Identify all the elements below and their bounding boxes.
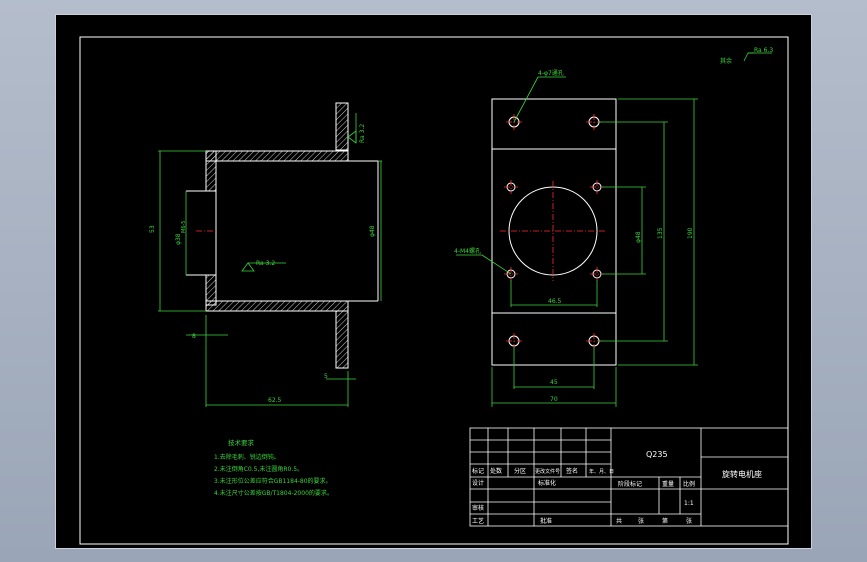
technical-requirements: 技术要求 1.去除毛刺、锐边倒钝。 2.未注倒角C0.5,未注圆角R0.5。 3… [214,438,333,497]
tech-item: 2.未注倒角C0.5,未注圆角R0.5。 [214,465,303,473]
tech-item: 4.未注尺寸公差按GB/T1804-2000的要求。 [214,489,333,497]
tb-review: 审核 [472,504,484,512]
drawing-viewport[interactable]: 53 φ38 M6-5 φ48 8 5 62.5 Ra 3.2 Ra 3.2 [55,14,812,549]
tb-weight: 重量 [662,480,674,488]
section-dimensions [158,113,382,407]
tb-header: 分区 [514,467,526,475]
bottom-wall [205,300,349,312]
top-flange [335,102,349,151]
tb-header: 处数 [490,467,502,475]
dim-height-left: 53 [149,225,156,233]
dim-mid-span: 46.5 [548,298,562,305]
tb-sheet-no: 第 [662,517,668,525]
top-wall [205,150,349,162]
title-block-text: 标记 处数 分区 更改文件号 签名 年、月、日 设计 标准化 审核 工艺 批准 … [472,467,695,525]
tb-header: 签名 [566,467,578,475]
frame-border [79,36,789,545]
title-block [469,427,789,527]
drawing-canvas[interactable]: 53 φ38 M6-5 φ48 8 5 62.5 Ra 3.2 Ra 3.2 [56,15,813,550]
label-holes-top: 4-φ7通孔 [538,69,564,77]
tb-header: 标记 [472,467,484,475]
bottom-flange [335,310,349,369]
tb-header: 更改文件号 [535,468,560,475]
tb-standard: 标准化 [538,479,556,487]
tb-ratio: 比例 [683,480,695,488]
dim-length: 62.5 [268,397,282,404]
left-wall-upper [205,150,217,192]
dim-right-side: φ48 [369,225,376,237]
roughness-flange: Ra 3.2 [359,124,366,143]
dim-flange-thk: 8 [192,333,196,340]
tb-sheet-count: 张 [638,517,644,525]
tech-item: 3.未注形位公差应符合GB1184-80的要求。 [214,477,332,485]
dim-flange-thk2: 5 [324,373,328,380]
roughness-general: Ra 6.3 [754,47,773,54]
roughness-general-prefix: 其余 [720,57,732,65]
tb-stage-mark: 阶段标记 [618,480,642,488]
tech-heading: 技术要求 [228,438,255,447]
material-label: Q235 [646,450,668,459]
dim-thread: M6-5 [181,221,187,233]
roughness-bore: Ra 3.2 [256,260,275,267]
tb-sheets: 共 [616,517,622,525]
tb-sheet-no-unit: 张 [686,517,692,525]
tb-design: 设计 [472,479,484,487]
dim-total-height: 190 [687,227,694,239]
tb-header: 年、月、日 [589,468,614,475]
tech-item: 1.去除毛刺、锐边倒钝。 [214,453,280,461]
dim-bottom-span: 45 [550,379,558,386]
front-dimensions [456,52,772,407]
dim-bore-small: φ38 [175,233,182,245]
section-view [186,102,379,369]
label-holes-mid: 4-M4螺孔 [454,247,481,255]
tb-approve: 批准 [540,517,552,525]
tb-scale: 1:1 [684,500,694,507]
drawing-title: 旋转电机座 [722,469,762,479]
dim-circle: φ48 [635,231,642,243]
dim-total-width: 70 [550,396,558,403]
front-view [491,98,617,366]
tb-process: 工艺 [472,517,484,525]
dim-mid-height: 135 [657,227,664,239]
